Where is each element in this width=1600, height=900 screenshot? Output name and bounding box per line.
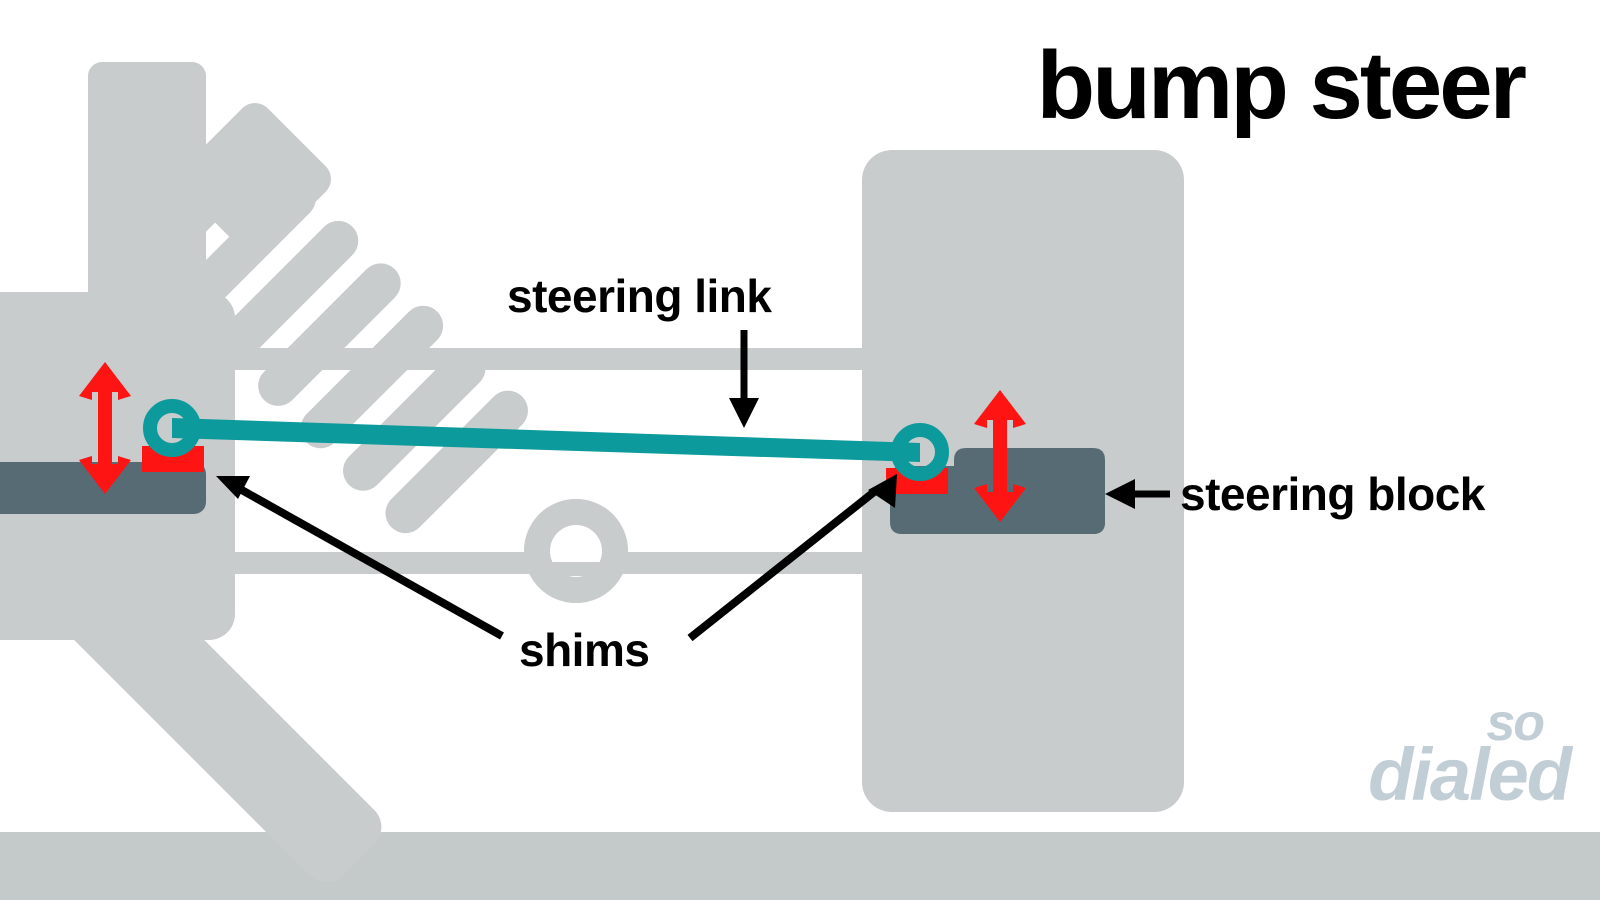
right-block-upper	[954, 448, 1105, 534]
steering-link-assembly	[143, 399, 949, 481]
shims-left-arrowhead	[216, 476, 250, 499]
steering-block-label: steering block	[1180, 468, 1486, 520]
spring-coil-4	[258, 263, 401, 406]
hub-ring-bridge	[550, 562, 602, 576]
left-arrow-shaft	[98, 378, 112, 478]
shims-callout: shims	[216, 474, 897, 676]
left-arrow-head-down	[79, 456, 131, 494]
watermark-line-dialed: dialed	[1368, 733, 1574, 816]
shims-right-leader-line	[687, 488, 877, 642]
watermark-logo: so dialed	[1368, 694, 1576, 816]
right-arrow-head-down	[974, 484, 1026, 522]
steering-link-arrowhead	[729, 398, 759, 428]
steering-link-callout: steering link	[507, 270, 773, 428]
steering-link-bar	[172, 418, 920, 462]
steering-block-arrowhead	[1105, 479, 1135, 509]
right-pivot-ball-end	[891, 423, 949, 481]
steering-link-label: steering link	[507, 270, 772, 322]
page-title: bump steer	[1037, 32, 1526, 139]
spring-coil-5	[300, 305, 444, 449]
spring-coil-3	[215, 220, 359, 364]
spring-coil-6	[343, 348, 486, 491]
ground-surface	[0, 832, 1600, 900]
shims-left-leader-line	[238, 485, 504, 640]
suspension-arms	[206, 348, 886, 603]
right-travel-arrow	[974, 390, 1026, 522]
shims-label: shims	[519, 624, 649, 676]
spring-coil-7	[385, 390, 528, 534]
steering-block-callout: steering block	[1105, 468, 1486, 520]
shock-damper-body	[0, 455, 382, 883]
coil-spring	[130, 136, 528, 534]
upper-suspension-arm	[206, 348, 886, 370]
spring-coil-1	[130, 136, 274, 279]
spring-coil-2	[173, 178, 316, 322]
left-travel-arrow	[79, 362, 131, 494]
shims-right-arrowhead	[868, 474, 897, 508]
left-arrow-head-up	[79, 362, 131, 400]
right-arrow-head-up	[974, 390, 1026, 428]
watermark-line-so: so	[1486, 694, 1544, 752]
right-arrow-shaft	[993, 406, 1007, 506]
left-pivot-ball-end	[143, 399, 201, 457]
